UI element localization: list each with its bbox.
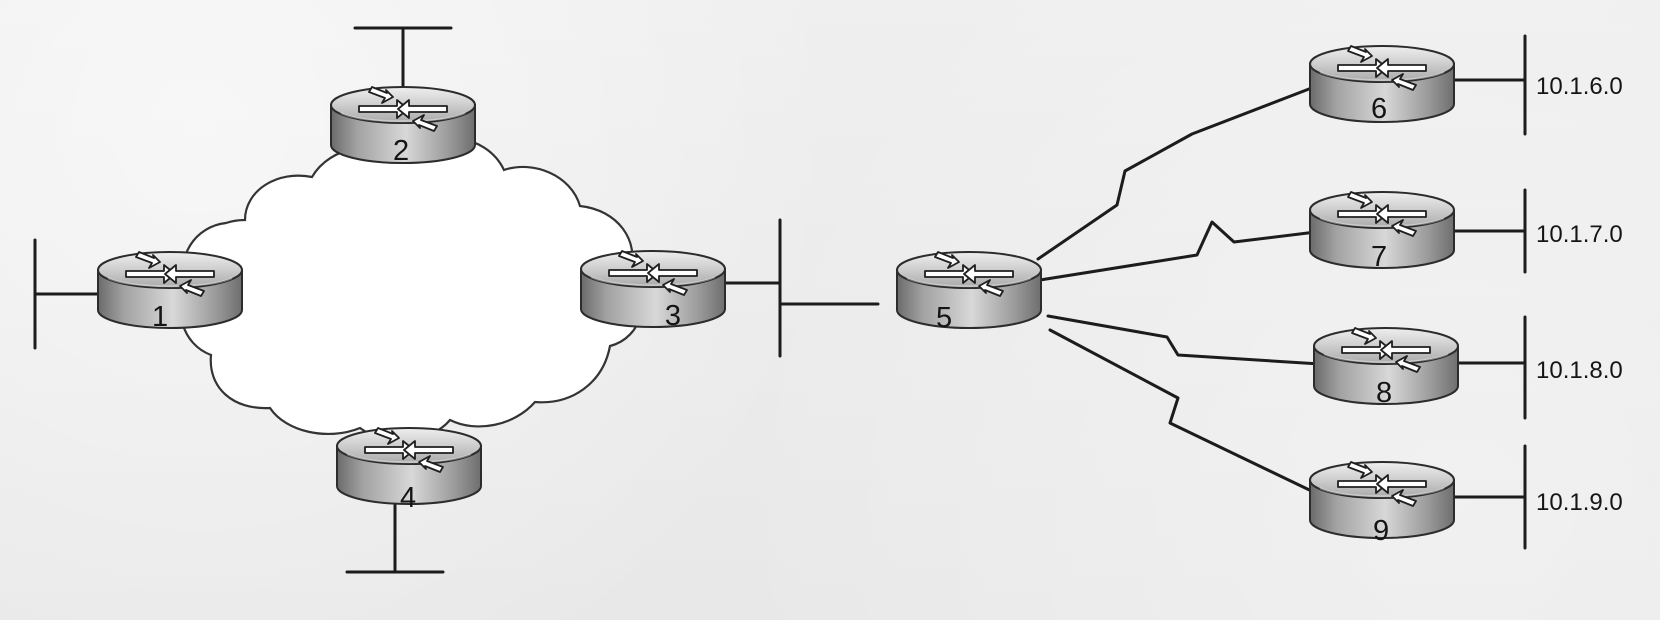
router-8: 8 bbox=[1313, 327, 1459, 409]
router-label-3: 3 bbox=[665, 300, 681, 332]
router-2: 2 bbox=[330, 86, 476, 167]
background-cloud bbox=[179, 136, 644, 442]
router-label-7: 7 bbox=[1371, 241, 1387, 273]
router-label-9: 9 bbox=[1373, 515, 1389, 547]
serial-link-router-5-to-8 bbox=[1046, 314, 1338, 367]
router-3: 3 bbox=[580, 250, 726, 332]
serial-link-router-5-to-7 bbox=[1038, 220, 1326, 282]
router-label-2: 2 bbox=[393, 135, 409, 167]
router-1: 1 bbox=[97, 251, 243, 333]
network-label-10-1-6-0: 10.1.6.0 bbox=[1536, 73, 1623, 100]
router-label-4: 4 bbox=[400, 482, 416, 514]
network-label-10-1-7-0: 10.1.7.0 bbox=[1536, 221, 1623, 248]
router-label-8: 8 bbox=[1376, 377, 1392, 409]
network-label-10-1-9-0: 10.1.9.0 bbox=[1536, 489, 1623, 516]
router-6: 6 bbox=[1309, 45, 1455, 125]
links-layer bbox=[33, 26, 1527, 574]
router-5: 5 bbox=[896, 251, 1042, 334]
router-9: 9 bbox=[1309, 461, 1455, 547]
serial-link-router-5-to-9 bbox=[1048, 328, 1326, 499]
router-7: 7 bbox=[1309, 191, 1455, 273]
router-label-5: 5 bbox=[936, 302, 952, 334]
router-label-6: 6 bbox=[1371, 93, 1387, 125]
network-label-10-1-8-0: 10.1.8.0 bbox=[1536, 357, 1623, 384]
router-label-1: 1 bbox=[152, 301, 168, 333]
router-4: 4 bbox=[336, 427, 482, 514]
serial-link-router-5-to-6 bbox=[1036, 82, 1324, 261]
